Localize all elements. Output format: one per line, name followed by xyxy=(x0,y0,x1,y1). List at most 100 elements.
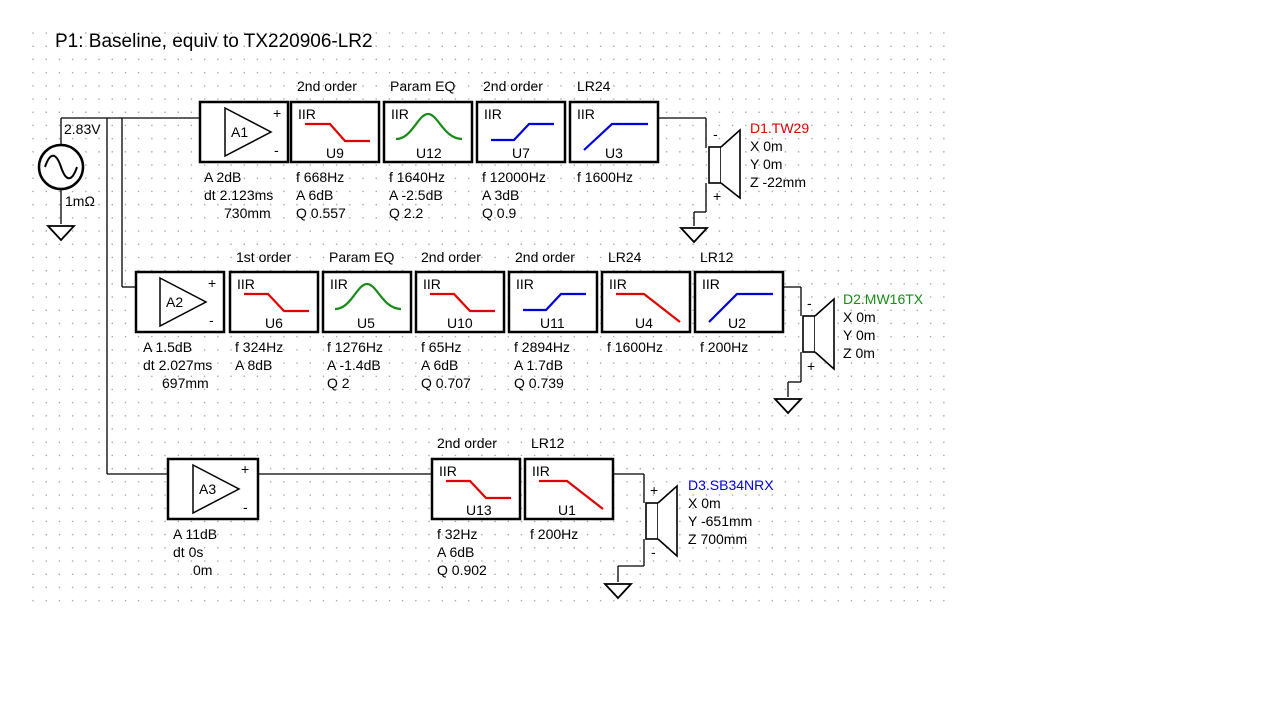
filter-header: LR12 xyxy=(531,435,565,451)
filter-param: f 1276Hz xyxy=(327,339,383,355)
highpass-curve-icon xyxy=(491,122,554,142)
minus-sign: - xyxy=(807,295,812,311)
driver-x: X 0m xyxy=(843,309,876,325)
amp-gain: A 1.5dB xyxy=(143,339,192,355)
filter-param: A -1.4dB xyxy=(327,357,381,373)
amplifier-triangle-icon xyxy=(159,276,208,328)
filter-u9[interactable]: IIR U9 xyxy=(289,100,381,164)
plus-sign: + xyxy=(713,188,721,204)
lowpass-curve-icon xyxy=(305,122,370,143)
speaker-icon xyxy=(814,297,835,371)
filter-ref: U5 xyxy=(357,315,375,331)
highpass-curve-icon xyxy=(583,122,648,151)
driver-d3[interactable]: + - xyxy=(645,482,678,560)
filter-type: IIR xyxy=(423,276,441,292)
amplifier-triangle-icon xyxy=(192,463,241,515)
filter-type: IIR xyxy=(516,276,534,292)
amp-delay: dt 2.027ms xyxy=(143,357,212,373)
amp-gain: A 2dB xyxy=(204,169,241,185)
voltage-source[interactable]: 2.83V 1mΩ xyxy=(37,118,101,242)
page-title: P1: Baseline, equiv to TX220906-LR2 xyxy=(55,31,373,52)
amplifier-a1[interactable]: A1 + - xyxy=(198,100,290,164)
filter-u10[interactable]: IIR U10 xyxy=(414,270,506,334)
filter-u6[interactable]: IIR U6 xyxy=(228,270,320,334)
driver-y: Y 0m xyxy=(750,156,782,172)
filter-u3[interactable]: IIR U3 xyxy=(568,100,660,164)
filter-u12[interactable]: IIR U12 xyxy=(382,100,474,164)
amp-delay: dt 0s xyxy=(173,544,203,560)
filter-type: IIR xyxy=(330,276,348,292)
filter-type: IIR xyxy=(609,276,627,292)
filter-header: 2nd order xyxy=(421,249,481,265)
driver-d2[interactable]: - + xyxy=(802,295,835,374)
filter-param: f 200Hz xyxy=(700,339,748,355)
filter-param: Q 0.902 xyxy=(437,562,487,578)
filter-header: 2nd order xyxy=(437,435,497,451)
filter-type: IIR xyxy=(577,106,595,122)
ground-icon xyxy=(45,225,77,242)
amp-ref: A3 xyxy=(199,481,216,497)
driver-name: D3.SB34NRX xyxy=(688,477,774,493)
filter-type: IIR xyxy=(702,276,720,292)
filter-param: f 668Hz xyxy=(296,169,344,185)
amplifier-triangle-icon xyxy=(224,106,273,158)
driver-y: Y -651mm xyxy=(688,513,752,529)
driver-z: Z -22mm xyxy=(750,174,806,190)
plus-sign: + xyxy=(650,482,658,498)
filter-ref: U3 xyxy=(605,145,623,161)
filter-param: f 324Hz xyxy=(235,339,283,355)
driver-z: Z 0m xyxy=(843,345,875,361)
ground-icon xyxy=(602,583,634,600)
filter-header: 1st order xyxy=(236,249,292,265)
filter-param: A 3dB xyxy=(482,187,519,203)
filter-u11[interactable]: IIR U11 xyxy=(507,270,599,334)
channel-3: A3 + - A 11dB dt 0s 0m 2nd order IIR U13… xyxy=(166,435,774,600)
filter-u2[interactable]: IIR U2 xyxy=(693,270,785,334)
speaker-icon xyxy=(720,128,741,200)
amp-gain: A 11dB xyxy=(173,526,217,542)
filter-param: Q 2 xyxy=(327,375,350,391)
plus-sign: + xyxy=(273,105,281,121)
filter-ref: U11 xyxy=(540,315,565,331)
filter-header: LR24 xyxy=(577,78,611,94)
lowpass-curve-icon xyxy=(539,479,604,510)
filter-param: f 1640Hz xyxy=(389,169,445,185)
peak-eq-curve-icon xyxy=(334,282,402,311)
filter-header: 2nd order xyxy=(483,78,543,94)
peak-eq-curve-icon xyxy=(395,112,463,141)
minus-sign: - xyxy=(243,499,248,515)
filter-u13[interactable]: IIR U13 xyxy=(430,457,522,521)
lowpass-curve-icon xyxy=(446,479,511,500)
driver-d1[interactable]: - + xyxy=(708,126,741,204)
filter-param: A -2.5dB xyxy=(389,187,443,203)
filter-param: A 8dB xyxy=(235,357,272,373)
filter-ref: U4 xyxy=(635,315,653,331)
filter-param: A 1.7dB xyxy=(514,357,563,373)
highpass-curve-icon xyxy=(708,292,773,323)
filter-param: Q 0.707 xyxy=(421,375,471,391)
filter-ref: U7 xyxy=(512,145,530,161)
filter-ref: U2 xyxy=(728,315,746,331)
filter-ref: U1 xyxy=(558,502,576,518)
minus-sign: - xyxy=(209,312,214,328)
minus-sign: - xyxy=(274,142,279,158)
ground-icon xyxy=(678,227,710,244)
channel-2: A2 + - A 1.5dB dt 2.027ms 697mm 1st orde… xyxy=(134,249,924,415)
filter-type: IIR xyxy=(484,106,502,122)
filter-ref: U9 xyxy=(326,145,344,161)
plus-sign: + xyxy=(807,358,815,374)
filter-header: LR12 xyxy=(700,249,734,265)
filter-u5[interactable]: IIR U5 xyxy=(321,270,413,334)
amplifier-a3[interactable]: A3 + - xyxy=(166,457,260,521)
filter-param: f 200Hz xyxy=(530,526,578,542)
amplifier-a2[interactable]: A2 + - xyxy=(134,270,226,334)
amp-distance: 730mm xyxy=(224,205,271,221)
filter-u7[interactable]: IIR U7 xyxy=(475,100,567,164)
filter-param: f 2894Hz xyxy=(514,339,570,355)
plus-sign: + xyxy=(241,461,249,477)
filter-u4[interactable]: IIR U4 xyxy=(600,270,692,334)
filter-type: IIR xyxy=(237,276,255,292)
filter-u1[interactable]: IIR U1 xyxy=(523,457,615,521)
filter-type: IIR xyxy=(298,106,316,122)
minus-sign: - xyxy=(713,126,718,142)
